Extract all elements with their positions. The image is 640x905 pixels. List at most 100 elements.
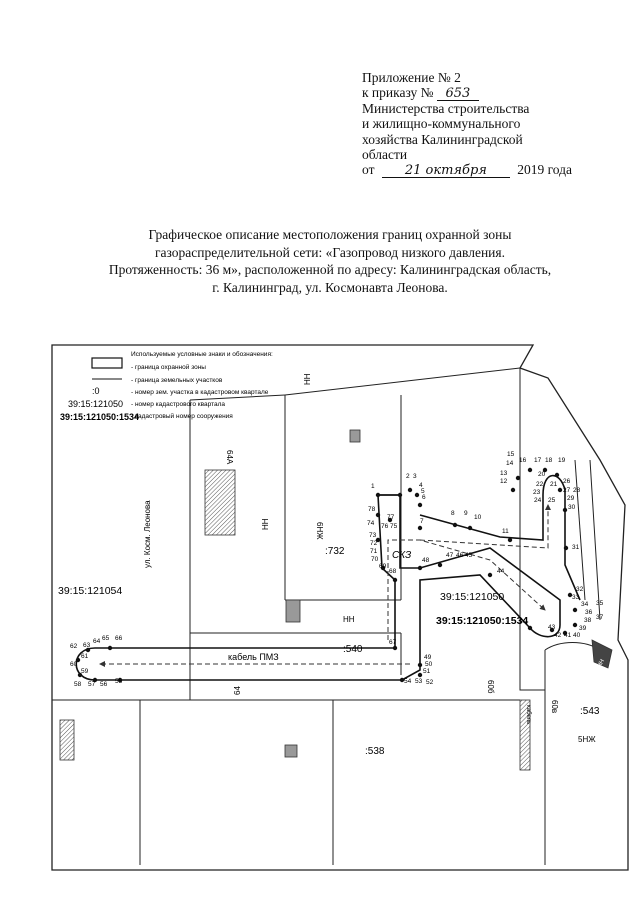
point-number-20: 20: [538, 471, 546, 478]
point-number-70: 70: [371, 556, 379, 563]
legend-item-structure: - кадастровый номер сооружения: [131, 412, 233, 420]
point-number-32: 32: [576, 586, 584, 593]
building-grey-2: [349, 429, 361, 443]
quarter-right-label: 39:15:121050: [440, 591, 504, 603]
point-number-21: 21: [550, 481, 558, 488]
point-number-50: 50: [425, 661, 433, 668]
point-number-12: 12: [500, 478, 508, 485]
point-number-9: 9: [464, 510, 468, 517]
nn-label-3: НН: [343, 615, 355, 624]
point-number-53: 53: [415, 678, 423, 685]
point-number-16: 16: [519, 457, 527, 464]
building-grey-3: [284, 744, 298, 758]
ministry-line-4: области: [362, 146, 408, 162]
point-number-69: 69: [379, 563, 387, 570]
appendix-block: Приложение № 2 к приказу № 653 Министерс…: [362, 70, 632, 179]
point-number-1: 1: [371, 483, 375, 490]
parcel-540-label: :540: [343, 644, 363, 655]
bldg-64a-label: 64А: [225, 450, 234, 465]
order-prefix: к приказу №: [362, 85, 434, 101]
point-number-71: 71: [370, 548, 378, 555]
building-hatched-3: [519, 699, 531, 771]
point-number-45: 45: [465, 552, 473, 559]
ministry-line-2: и жилищно-коммунального: [362, 116, 521, 132]
legend-sample-parcel: :0: [92, 386, 100, 396]
cable-label: кабель ПМЗ: [228, 652, 279, 662]
nzh-5-label: 5НЖ: [578, 735, 596, 744]
point-number-28: 28: [573, 487, 581, 494]
point-number-5: 5: [421, 488, 425, 495]
point-number-57: 57: [88, 681, 96, 688]
point-number-17: 17: [534, 457, 542, 464]
point-number-3: 3: [413, 473, 417, 480]
point-number-15: 15: [507, 451, 515, 458]
point-number-56: 56: [100, 681, 108, 688]
point-number-76: 76: [381, 523, 389, 530]
parcel-732-label: :732: [325, 546, 345, 557]
legend-sample-structure: 39:15:121050:1534: [60, 412, 139, 422]
boundary-points: [75, 467, 578, 683]
point-number-55: 55: [115, 678, 123, 685]
title-line-3: Протяженность: 36 м», расположенной по а…: [108, 262, 552, 277]
nn-label-4: НН: [597, 658, 607, 669]
nn-label-1: НН: [303, 373, 312, 385]
parcel-538-label: :538: [365, 746, 385, 757]
point-number-49: 49: [424, 654, 432, 661]
building-hatched-1: [204, 469, 236, 536]
point-number-61: 61: [81, 653, 89, 660]
point-number-75: 75: [390, 523, 398, 530]
document-title: Графическое описание местоположения гран…: [60, 226, 600, 296]
point-number-77: 77: [387, 514, 395, 521]
point-number-41: 41: [564, 632, 572, 639]
point-number-59: 59: [81, 668, 89, 675]
bldg-60b-label: 60б: [486, 680, 495, 694]
order-number: 653: [436, 87, 479, 102]
point-number-10: 10: [474, 514, 482, 521]
point-number-74: 74: [367, 520, 375, 527]
bldg-60v-label: 60в: [550, 700, 559, 713]
point-number-2: 2: [406, 473, 410, 480]
point-number-8: 8: [451, 510, 455, 517]
map-labels: 39:15:121054 39:15:121050 39:15:121050:1…: [58, 373, 606, 757]
point-number-58: 58: [74, 681, 82, 688]
point-number-33: 33: [572, 594, 580, 601]
point-number-7: 7: [420, 518, 424, 525]
point-number-30: 30: [568, 504, 576, 511]
point-number-48: 48: [422, 557, 430, 564]
bldg-6-label: 6НЖ: [315, 522, 324, 540]
point-number-37: 37: [596, 614, 604, 621]
point-number-67: 67: [389, 639, 397, 646]
point-number-29: 29: [567, 495, 575, 502]
building-grey-1: [285, 599, 301, 623]
date-line: от 21 октября 2019 года: [362, 162, 632, 179]
point-number-65: 65: [102, 635, 110, 642]
street-label: ул. Косм. Леонова: [143, 500, 152, 568]
legend: Используемые условные знаки и обозначени…: [60, 350, 273, 422]
point-number-22: 22: [536, 481, 544, 488]
legend-item-zone: - граница охранной зоны: [131, 363, 206, 371]
legend-item-boundary: - граница земельных участков: [131, 377, 223, 384]
nn-label-2: НН: [261, 518, 270, 530]
point-number-39: 39: [579, 625, 587, 632]
point-number-4: 4: [419, 482, 423, 489]
point-number-23: 23: [533, 489, 541, 496]
point-number-14: 14: [506, 460, 514, 467]
structure-number-label: 39:15:121050:1534: [436, 615, 528, 627]
appendix-number: Приложение № 2: [362, 70, 461, 85]
date-handwritten: 21 октября: [381, 164, 510, 179]
legend-heading: Используемые условные знаки и обозначени…: [131, 350, 273, 358]
legend-item-parcel: - номер зем. участка в кадастровом кварт…: [131, 389, 269, 396]
gas-point-label: СКЗ: [392, 550, 411, 561]
point-number-36: 36: [585, 609, 593, 616]
title-line-4: г. Калининград, ул. Космонавта Леонова.: [212, 279, 448, 295]
ministry-line-3: хозяйства Калининградской: [362, 131, 523, 147]
legend-item-quarter: - номер кадастрового квартала: [131, 401, 225, 408]
point-number-31: 31: [572, 544, 580, 551]
point-number-38: 38: [584, 617, 592, 624]
point-number-27: 27: [563, 487, 571, 494]
point-number-52: 52: [426, 679, 434, 686]
title-line-1: Графическое описание местоположения гран…: [148, 227, 512, 242]
point-number-68: 68: [389, 568, 397, 575]
